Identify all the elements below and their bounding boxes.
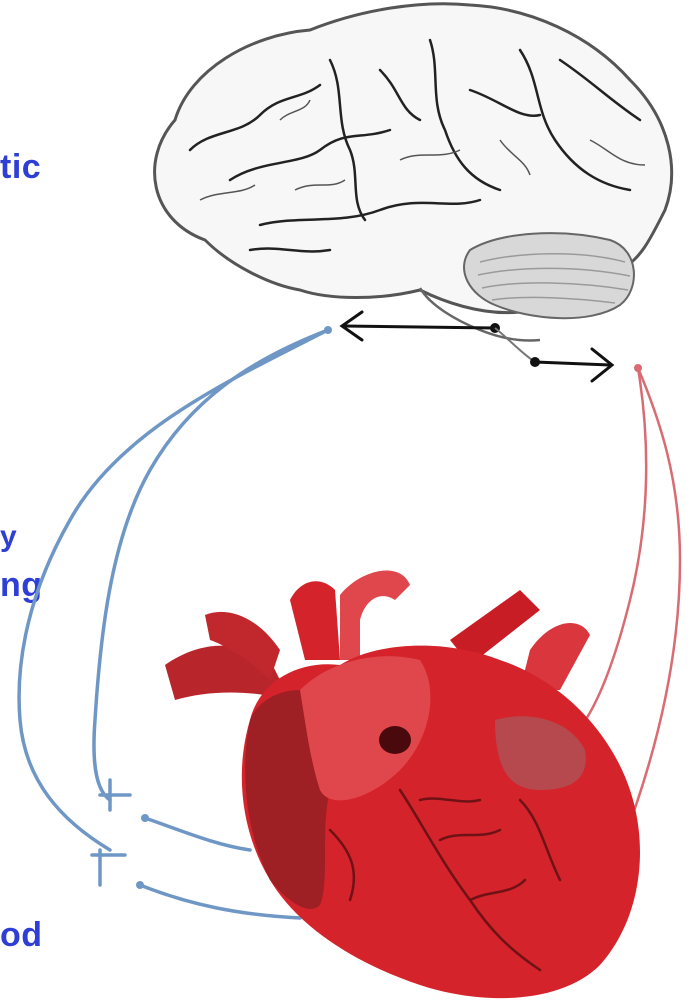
synapse-right (535, 349, 612, 381)
heart-icon (165, 571, 640, 999)
brain-icon (155, 4, 672, 341)
afferent-receptor-2 (136, 881, 144, 889)
heart-vessel-top-2 (340, 571, 410, 660)
efferent-terminal (634, 364, 642, 372)
synapse-right-node (530, 357, 540, 367)
heart-vessel-opening (379, 726, 411, 754)
afferent-receptor-1 (141, 814, 149, 822)
interneuron-link (495, 328, 535, 362)
heart-vessel-top-1 (290, 581, 340, 660)
afferent-terminal (324, 326, 332, 334)
